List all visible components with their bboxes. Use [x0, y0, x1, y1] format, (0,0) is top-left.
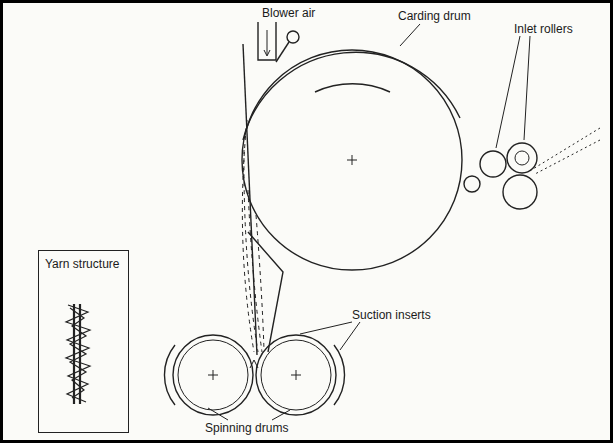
callout-label: Suction inserts	[352, 308, 431, 322]
callout-label: Inlet rollers	[514, 22, 573, 36]
callout-label: Carding drum	[398, 9, 471, 23]
callout-label: Blower air	[262, 6, 315, 20]
callout-label: Spinning drums	[205, 421, 288, 435]
box-heading: Yarn structure	[39, 251, 128, 277]
yarn-structure-box: Yarn structure	[38, 250, 129, 433]
